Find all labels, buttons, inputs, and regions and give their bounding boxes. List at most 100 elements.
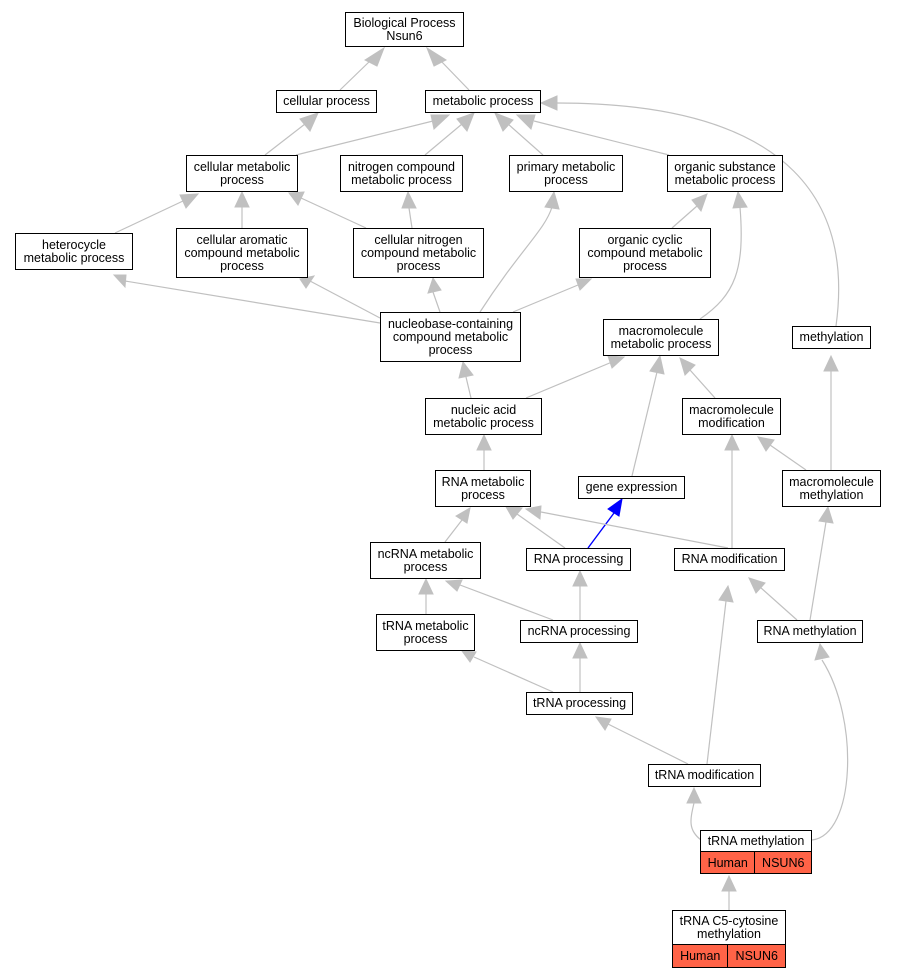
edge-line xyxy=(699,206,742,320)
edge-arrowhead xyxy=(425,46,448,67)
edge-arrowhead xyxy=(427,276,442,294)
edge-line xyxy=(759,586,798,621)
edge-line xyxy=(525,361,613,399)
node-metabolic-process[interactable]: metabolic process xyxy=(425,90,541,113)
edge-arrowhead xyxy=(299,112,319,132)
edge-arrowhead xyxy=(814,642,830,661)
edge-line xyxy=(264,123,306,156)
edge-line xyxy=(124,280,381,324)
edge-line xyxy=(408,207,413,229)
node-macromolecule-metabolic-process[interactable]: macromolecule metabolic process xyxy=(603,319,719,356)
node-organic-cyclic-compound-metabolic-process[interactable]: organic cyclic compound metabolic proces… xyxy=(579,228,711,278)
edge-line xyxy=(690,802,702,841)
node-cellular-process[interactable]: cellular process xyxy=(276,90,377,113)
node-gene-expression[interactable]: gene expression xyxy=(578,476,685,499)
edge-line xyxy=(533,120,670,156)
edge-line xyxy=(295,120,434,156)
node-biological-process[interactable]: Biological Process Nsun6 xyxy=(345,12,464,47)
edge-arrowhead xyxy=(539,95,558,111)
edge-line xyxy=(507,123,544,156)
node-cellular-metabolic-process[interactable]: cellular metabolic process xyxy=(186,155,298,192)
edge-arrowhead xyxy=(456,112,475,132)
gene-annotation-trna-methylation[interactable]: Human NSUN6 xyxy=(700,852,812,874)
node-rna-metabolic-process[interactable]: RNA metabolic process xyxy=(435,470,531,507)
edge-arrowhead xyxy=(363,46,386,67)
species-label: Human xyxy=(707,855,748,870)
edge-arrowhead xyxy=(430,114,451,130)
node-ncrna-metabolic-process[interactable]: ncRNA metabolic process xyxy=(370,542,481,579)
edge-line xyxy=(516,513,566,549)
edge-line xyxy=(631,371,658,477)
edge-arrowhead xyxy=(524,505,542,520)
node-trna-c5-cytosine-methylation[interactable]: tRNA C5-cytosine methylation xyxy=(672,910,786,945)
edge-line xyxy=(556,102,840,327)
edge-arrowhead xyxy=(544,190,560,210)
node-rna-modification[interactable]: RNA modification xyxy=(674,548,785,571)
edge-arrowhead xyxy=(607,355,626,369)
edge-line xyxy=(309,280,381,319)
node-nucleic-acid-metabolic-process[interactable]: nucleic acid metabolic process xyxy=(425,398,542,435)
edge-arrowhead xyxy=(458,360,474,379)
node-nucleobase-containing-compound-metabolic-process[interactable]: nucleobase-containing compound metabolic… xyxy=(380,312,521,362)
edge-line xyxy=(465,376,472,399)
edge-line xyxy=(689,369,716,399)
species-label: Human xyxy=(680,949,721,963)
node-methylation[interactable]: methylation xyxy=(792,326,871,349)
edge-arrowhead xyxy=(594,716,612,731)
edge-line xyxy=(424,123,463,156)
edge-arrowhead xyxy=(757,436,775,452)
edge-arrowhead xyxy=(823,354,839,372)
edge-line xyxy=(473,656,554,693)
edge-line xyxy=(479,206,553,313)
node-rna-methylation[interactable]: RNA methylation xyxy=(757,620,863,643)
node-cellular-aromatic-compound-metabolic-process[interactable]: cellular aromatic compound metabolic pro… xyxy=(176,228,308,278)
node-rna-processing[interactable]: RNA processing xyxy=(526,548,631,571)
node-cellular-nitrogen-compound-metabolic-process[interactable]: cellular nitrogen compound metabolic pro… xyxy=(353,228,484,278)
node-ncrna-processing[interactable]: ncRNA processing xyxy=(520,620,638,643)
gene-annotation-trna-c5-cytosine-methylation[interactable]: Human NSUN6 xyxy=(672,945,786,968)
edge-arrowhead xyxy=(234,190,250,208)
edge-arrowhead xyxy=(732,190,748,209)
edge-line xyxy=(300,197,367,229)
edge-arrowhead xyxy=(494,112,514,132)
edge-arrowhead xyxy=(691,193,708,213)
edge-line xyxy=(811,659,849,841)
edge-arrowhead xyxy=(686,786,702,804)
edge-arrowhead xyxy=(418,577,434,595)
edge-line xyxy=(809,521,827,621)
edge-line xyxy=(114,200,184,234)
node-heterocycle-metabolic-process[interactable]: heterocycle metabolic process xyxy=(15,233,133,270)
edge-line xyxy=(432,291,441,313)
edge-line xyxy=(439,59,470,91)
edge-arrowhead xyxy=(607,497,623,517)
edge-arrowhead xyxy=(460,650,477,663)
edge-arrowhead xyxy=(504,504,523,520)
edge-line xyxy=(706,600,727,765)
edge-arrowhead xyxy=(721,874,737,892)
edge-arrowhead xyxy=(179,193,200,209)
node-nitrogen-compound-metabolic-process[interactable]: nitrogen compound metabolic process xyxy=(340,155,463,192)
node-primary-metabolic-process[interactable]: primary metabolic process xyxy=(509,155,623,192)
node-organic-substance-metabolic-process[interactable]: organic substance metabolic process xyxy=(667,155,783,192)
edge-arrowhead xyxy=(718,584,734,603)
node-trna-methylation[interactable]: tRNA methylation xyxy=(700,830,812,852)
edge-arrowhead xyxy=(575,278,593,291)
edge-line xyxy=(339,59,372,91)
node-trna-modification[interactable]: tRNA modification xyxy=(648,764,761,787)
edge-arrowhead xyxy=(112,274,127,289)
node-macromolecule-methylation[interactable]: macromolecule methylation xyxy=(782,470,881,507)
edge-line xyxy=(444,519,463,543)
edge-arrowhead xyxy=(515,114,536,130)
edge-arrowhead xyxy=(444,579,463,592)
edge-arrowhead xyxy=(748,577,766,594)
highlight-edge-line xyxy=(587,512,615,549)
edge-line xyxy=(769,444,807,471)
edge-arrowhead xyxy=(649,354,665,375)
node-macromolecule-modification[interactable]: macromolecule modification xyxy=(682,398,781,435)
node-trna-metabolic-process[interactable]: tRNA metabolic process xyxy=(376,614,475,651)
node-trna-processing[interactable]: tRNA processing xyxy=(526,692,633,715)
gene-label: NSUN6 xyxy=(727,945,785,967)
edge-arrowhead xyxy=(572,569,588,587)
